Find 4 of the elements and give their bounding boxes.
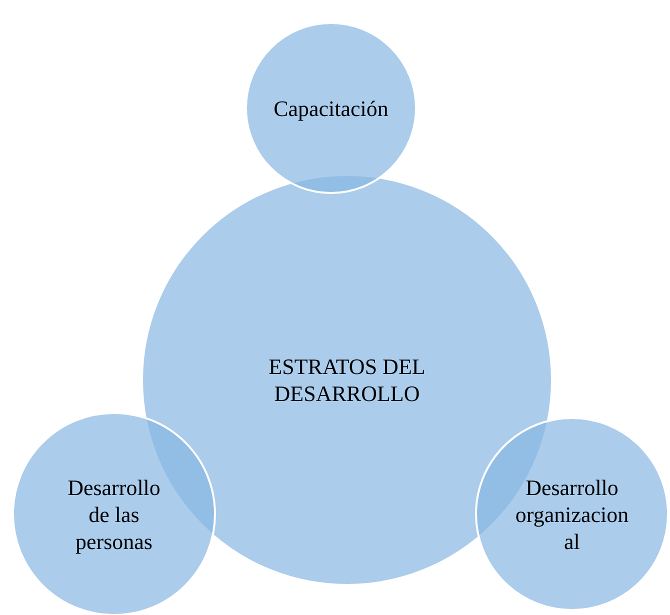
- circle-label: ESTRATOS DEL DESARROLLO: [268, 353, 426, 407]
- circle-label: Desarrollo organizacional: [514, 474, 630, 554]
- circle-label: Capacitación: [272, 94, 390, 122]
- circle-label: Desarrollo de las personas: [66, 474, 162, 554]
